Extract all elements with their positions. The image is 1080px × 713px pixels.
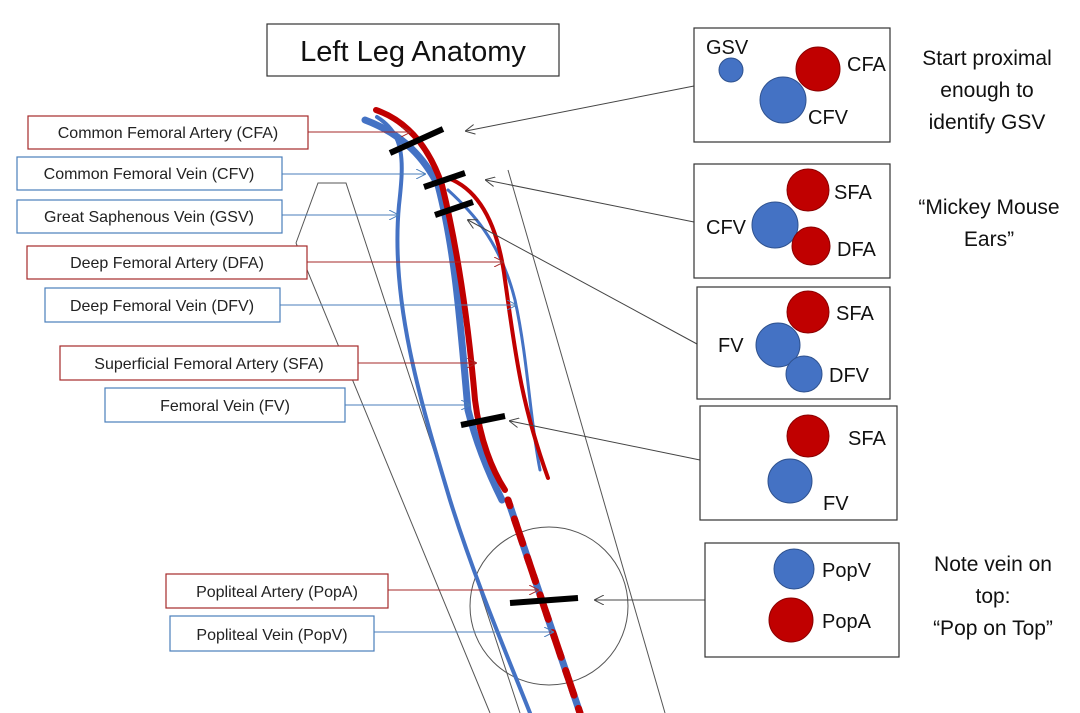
probe-bars (388, 126, 579, 606)
svg-text:Popliteal Vein (PopV): Popliteal Vein (PopV) (196, 627, 347, 644)
probe-bar-sfa (460, 413, 506, 428)
svg-text:Deep Femoral Vein (DFV): Deep Femoral Vein (DFV) (70, 298, 254, 315)
svg-text:Ears”: Ears” (964, 228, 1014, 251)
svg-text:Deep Femoral Artery (DFA): Deep Femoral Artery (DFA) (70, 255, 264, 272)
gsv-vessel (375, 115, 532, 713)
label-fv: Femoral Vein (FV) (104, 387, 470, 423)
svg-text:Common Femoral Vein (CFV): Common Femoral Vein (CFV) (44, 166, 255, 183)
dfv-circle (785, 355, 823, 393)
label-popa: Popliteal Artery (PopA) (165, 573, 538, 609)
cfv-circle (759, 76, 807, 124)
dfa-circle (791, 226, 831, 266)
svg-text:top:: top: (975, 585, 1010, 608)
probe-bar-cfa (388, 126, 445, 156)
sfa-vessel (373, 107, 508, 493)
note-mickey-mouse: “Mickey Mouse Ears” (918, 196, 1059, 251)
vessels (361, 107, 584, 713)
note-pop-on-top: Note vein on top: “Pop on Top” (933, 553, 1053, 640)
label-cfa: Common Femoral Artery (CFA) (27, 115, 410, 150)
probe-bar-cfv (423, 170, 466, 190)
title-box: Left Leg Anatomy (266, 23, 560, 77)
svg-text:SFA: SFA (836, 303, 874, 325)
fv-vessel (361, 116, 506, 504)
svg-text:FV: FV (718, 335, 744, 357)
svg-text:Popliteal Artery (PopA): Popliteal Artery (PopA) (196, 584, 358, 601)
cfv-circle-2 (751, 201, 799, 249)
svg-text:Common Femoral Artery (CFA): Common Femoral Artery (CFA) (58, 125, 278, 142)
svg-text:CFV: CFV (808, 107, 849, 129)
svg-text:GSV: GSV (706, 37, 749, 59)
sfa-circle-2 (786, 290, 830, 334)
svg-text:Note vein on: Note vein on (934, 553, 1052, 576)
label-cfv: Common Femoral Vein (CFV) (16, 156, 425, 191)
svg-text:PopV: PopV (822, 560, 872, 582)
svg-text:Femoral Vein (FV): Femoral Vein (FV) (160, 398, 290, 415)
label-dfa: Deep Femoral Artery (DFA) (26, 245, 503, 280)
panel-cfa-cfv-gsv: GSV CFA CFV (693, 27, 891, 143)
svg-text:enough to: enough to (940, 79, 1033, 102)
svg-text:identify GSV: identify GSV (929, 111, 1046, 134)
label-sfa: Superficial Femoral Artery (SFA) (59, 345, 476, 381)
svg-text:CFV: CFV (706, 217, 747, 239)
svg-text:FV: FV (823, 493, 849, 515)
panel-sfa-cfv-dfa: SFA CFV DFA (693, 163, 891, 279)
svg-text:PopA: PopA (822, 611, 872, 633)
cfa-circle (795, 46, 841, 92)
svg-text:SFA: SFA (848, 428, 886, 450)
svg-text:Start proximal: Start proximal (922, 47, 1052, 70)
svg-text:“Pop on Top”: “Pop on Top” (933, 617, 1053, 640)
svg-text:Great Saphenous Vein (GSV): Great Saphenous Vein (GSV) (44, 209, 254, 226)
label-dfv: Deep Femoral Vein (DFV) (44, 287, 516, 323)
sfa-circle-3 (786, 414, 830, 458)
popa-vessel (504, 496, 584, 713)
svg-text:DFV: DFV (829, 365, 870, 387)
knee-circle (469, 526, 629, 686)
panel-sfa-fv-dfv: SFA FV DFV (696, 286, 891, 400)
popa-circle (768, 597, 814, 643)
popv-circle (773, 548, 815, 590)
diagram-title: Left Leg Anatomy (300, 36, 526, 68)
fv-circle-2 (767, 458, 813, 504)
label-gsv: Great Saphenous Vein (GSV) (16, 199, 398, 234)
label-popv: Popliteal Vein (PopV) (169, 615, 553, 652)
panel-popv-popa: PopV PopA (704, 542, 900, 658)
svg-text:DFA: DFA (837, 239, 877, 261)
dfa-vessel (446, 176, 550, 480)
panel-sfa-fv: SFA FV (699, 405, 898, 521)
svg-text:SFA: SFA (834, 182, 872, 204)
probe-bar-dfa (434, 199, 474, 218)
probe-bar-pop (509, 595, 579, 606)
svg-text:“Mickey Mouse: “Mickey Mouse (918, 196, 1059, 219)
svg-text:Superficial Femoral Artery (SF: Superficial Femoral Artery (SFA) (94, 356, 323, 373)
svg-text:CFA: CFA (847, 54, 887, 76)
sfa-circle (786, 168, 830, 212)
panel-connectors (466, 85, 705, 600)
fv-circle (755, 322, 801, 368)
note-start-proximal: Start proximal enough to identify GSV (922, 47, 1052, 134)
gsv-circle (718, 57, 744, 83)
